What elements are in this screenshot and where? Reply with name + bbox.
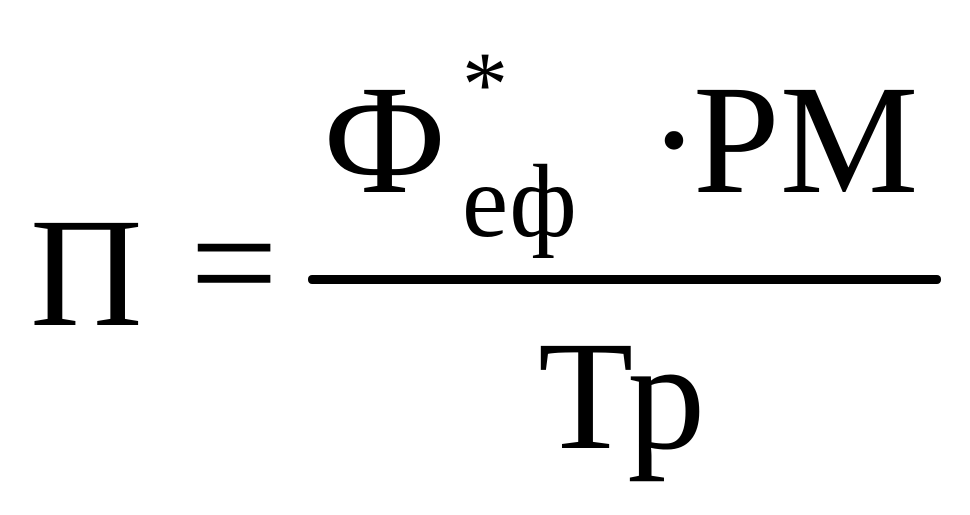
multiplication-dot: · [648, 53, 700, 226]
equals-sign: = [190, 176, 278, 349]
fraction-bar [308, 275, 941, 284]
numerator-superscript: * [462, 33, 508, 135]
denominator: Тр [538, 309, 706, 482]
numerator-factor: РМ [693, 53, 919, 226]
formula-lhs: П [30, 186, 143, 359]
numerator-subscript: еф [462, 144, 577, 259]
numerator-base: Ф [323, 53, 447, 226]
